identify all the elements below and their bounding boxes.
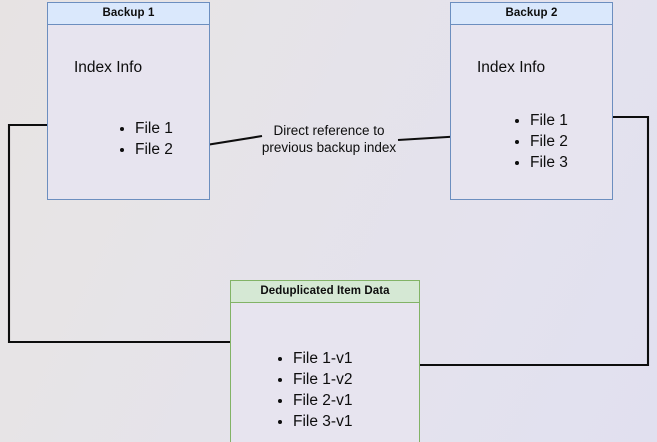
dedup-header: Deduplicated Item Data <box>231 281 419 303</box>
list-item: File 1-v2 <box>276 369 352 390</box>
list-item: File 1 <box>513 110 568 131</box>
backup2-header: Backup 2 <box>451 3 612 25</box>
list-item: File 1 <box>118 118 173 139</box>
backup2-node[interactable]: Backup 2 Index Info File 1 File 2 File 3 <box>450 2 613 200</box>
backup1-index-label: Index Info <box>74 59 143 76</box>
dedup-body: File 1-v1 File 1-v2 File 2-v1 File 3-v1 <box>231 303 419 442</box>
list-item: File 2 <box>118 139 173 160</box>
caption-line-2: previous backup index <box>261 140 397 155</box>
backup1-header: Backup 1 <box>48 3 209 25</box>
dedup-node[interactable]: Deduplicated Item Data File 1-v1 File 1-… <box>230 280 420 442</box>
list-item: File 2 <box>513 131 568 152</box>
caption-line-1: Direct reference to <box>273 123 385 138</box>
dedup-item-list: File 1-v1 File 1-v2 File 2-v1 File 3-v1 <box>276 348 352 432</box>
list-item: File 3 <box>513 152 568 173</box>
list-item: File 3-v1 <box>276 411 352 432</box>
backup2-index-label: Index Info <box>477 59 546 76</box>
backup1-node[interactable]: Backup 1 Index Info File 1 File 2 <box>47 2 210 200</box>
list-item: File 2-v1 <box>276 390 352 411</box>
direct-reference-caption: Direct reference to previous backup inde… <box>246 122 412 156</box>
backup2-file-list: File 1 File 2 File 3 <box>513 110 568 173</box>
backup1-file-list: File 1 File 2 <box>118 118 173 160</box>
backup2-body: Index Info File 1 File 2 File 3 <box>451 25 612 199</box>
list-item: File 1-v1 <box>276 348 352 369</box>
backup1-body: Index Info File 1 File 2 <box>48 25 209 199</box>
